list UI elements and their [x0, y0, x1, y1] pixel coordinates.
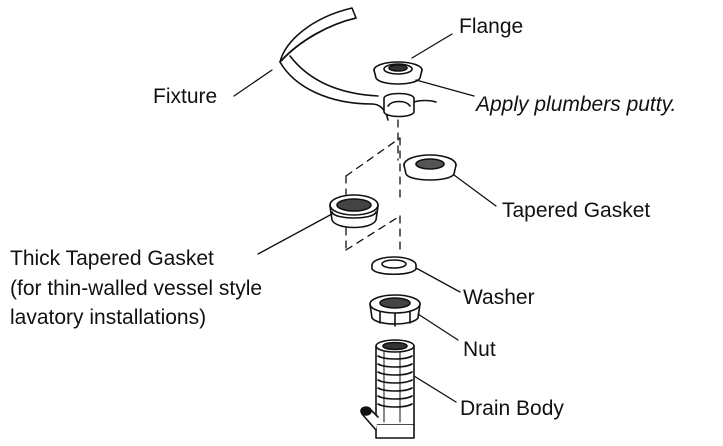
label-drain-body: Drain Body	[460, 397, 564, 420]
flange-shape	[373, 61, 423, 85]
label-nut: Nut	[463, 338, 496, 361]
alignment-guides	[345, 119, 401, 253]
leader-drain-body	[413, 375, 457, 403]
leader-tapered-gasket	[453, 174, 497, 207]
leader-putty	[415, 79, 475, 97]
fixture-shape	[279, 7, 437, 121]
washer-shape	[371, 256, 417, 276]
nut-shape	[369, 294, 421, 327]
tapered-gasket-shape	[403, 154, 457, 181]
leader-washer	[415, 267, 461, 293]
leader-lines	[233, 33, 497, 403]
leader-flange	[411, 33, 453, 59]
label-thick-gasket-line3: lavatory installations)	[10, 306, 207, 329]
label-thick-gasket-line2: (for thin-walled vessel style	[10, 277, 263, 300]
label-flange: Flange	[459, 15, 524, 38]
drain-body-shape	[360, 339, 415, 439]
leader-thick-gasket	[257, 213, 333, 255]
label-fixture: Fixture	[153, 85, 218, 108]
label-thick-gasket-line1: Thick Tapered Gasket	[10, 247, 214, 270]
leader-nut	[417, 313, 459, 341]
thick-tapered-gasket-shape	[329, 194, 379, 229]
leader-fixture	[233, 69, 273, 97]
label-washer: Washer	[463, 286, 535, 309]
label-putty-note: Apply plumbers putty.	[476, 93, 677, 116]
label-tapered-gasket: Tapered Gasket	[502, 199, 651, 222]
